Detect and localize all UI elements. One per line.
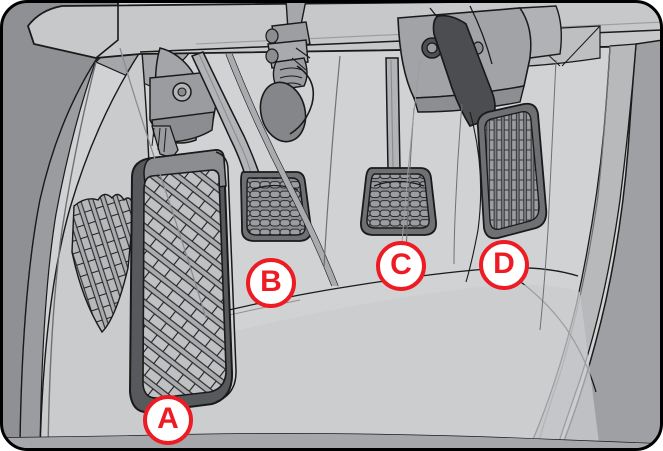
brake-arm-highlight xyxy=(390,59,394,169)
callout-marker-a-label: A xyxy=(157,402,179,435)
kick-panel-vent xyxy=(71,193,135,334)
tunnel-inner-seam xyxy=(539,59,557,331)
accelerator-bracket-shadow xyxy=(453,103,463,265)
brake-pad-ribs xyxy=(366,173,430,229)
dead-pedal-right-edge xyxy=(215,151,237,403)
brake-pedal xyxy=(360,57,437,236)
floor-shading xyxy=(140,284,600,450)
wall-seam-line xyxy=(119,47,207,319)
brake-pad-top-arc xyxy=(373,180,425,187)
callout-marker-d-label: D xyxy=(493,247,515,280)
clutch-pedal-bracket xyxy=(149,47,218,159)
callout-marker-d[interactable]: D xyxy=(479,240,529,290)
harness-fill xyxy=(226,54,338,286)
callout-marker-c-label: C xyxy=(390,248,412,281)
callout-marker-b-label: B xyxy=(260,265,282,298)
steering-column xyxy=(259,1,315,143)
kick-panel-inner xyxy=(19,59,97,450)
clutch-arm-highlight xyxy=(198,53,253,178)
dash-panel-left-edge xyxy=(95,1,119,59)
dead-pedal-footrest xyxy=(128,148,237,414)
dead-pedal-slats xyxy=(142,169,227,399)
accelerator-pedal xyxy=(432,14,548,240)
accelerator-floor-seam xyxy=(465,111,482,283)
firewall-seam xyxy=(323,55,341,269)
callout-marker-c[interactable]: C xyxy=(376,241,426,291)
callout-marker-a[interactable]: A xyxy=(143,395,193,445)
callout-marker-b[interactable]: B xyxy=(246,258,296,308)
clutch-pedal xyxy=(190,51,312,242)
left-wall-crease xyxy=(47,61,97,450)
accelerator-pad-ribs xyxy=(484,111,540,230)
